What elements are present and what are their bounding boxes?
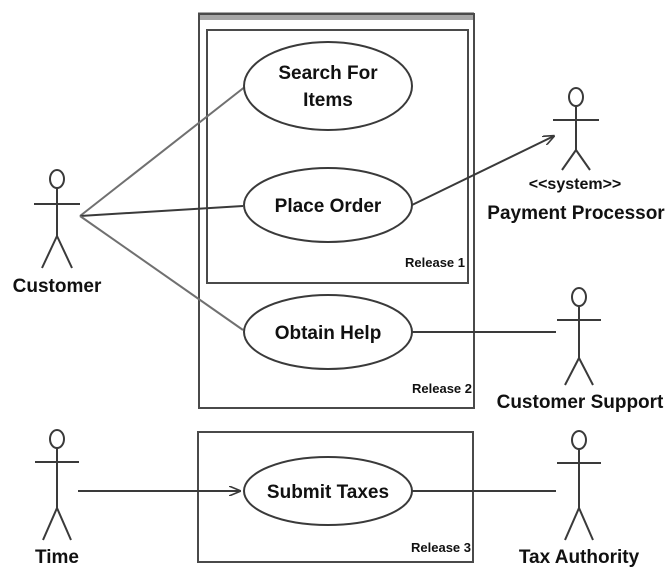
actor-label: Tax Authority — [519, 547, 640, 568]
stick-figure-icon — [35, 429, 79, 541]
actor-customer-support: Customer Support — [497, 287, 664, 413]
actor-tax-authority: Tax Authority — [519, 430, 640, 568]
release-3-boundary: Release 3 — [197, 431, 474, 563]
release-1-box — [206, 29, 469, 284]
use-case-label-line-1: Search For — [278, 63, 378, 84]
stick-figure-icon — [557, 430, 601, 541]
use-case-label: Submit Taxes — [267, 482, 389, 503]
actor-stereotype: <<system>> — [529, 176, 622, 193]
use-case-label: Place Order — [275, 196, 382, 217]
use-case-obtain-help: Obtain Help — [243, 294, 413, 370]
stick-figure-icon — [553, 87, 599, 171]
release-2-boundary: Release 2 — [198, 12, 475, 409]
actor-time: Time — [35, 429, 79, 568]
actor-label: Customer — [13, 276, 102, 297]
actor-label: Payment Processor — [487, 203, 665, 224]
release-2-label: Release 2 — [412, 381, 472, 396]
use-case-place-order: Place Order — [243, 167, 413, 243]
release-3-label: Release 3 — [411, 540, 471, 555]
use-case-ellipse — [243, 294, 413, 370]
release-1-label: Release 1 — [405, 255, 465, 270]
actor-label: Time — [35, 547, 79, 568]
use-case-ellipse — [243, 41, 413, 131]
release-1-boundary: Release 1 — [206, 29, 469, 284]
use-case-ellipse — [243, 167, 413, 243]
actor-payment-processor: <<system>> Payment Processor — [487, 87, 665, 224]
use-case-submit-taxes: Submit Taxes — [243, 456, 413, 526]
customer-obtain-help-association — [79, 215, 244, 331]
stick-figure-icon — [34, 169, 80, 269]
actor-label: Customer Support — [497, 392, 664, 413]
use-case-label-line-2: Items — [303, 90, 353, 111]
place-order-payment-association — [411, 136, 554, 206]
actor-customer: Customer — [13, 169, 102, 297]
use-case-search-for-items: Search For Items — [243, 41, 413, 131]
use-case-label: Obtain Help — [275, 323, 382, 344]
customer-search-association — [79, 85, 247, 217]
release-2-top-bar — [198, 12, 474, 20]
release-3-box — [197, 431, 474, 563]
customer-place-order-association — [79, 205, 244, 217]
stick-figure-icon — [557, 287, 601, 386]
use-case-ellipse — [243, 456, 413, 526]
release-2-box — [198, 13, 475, 409]
